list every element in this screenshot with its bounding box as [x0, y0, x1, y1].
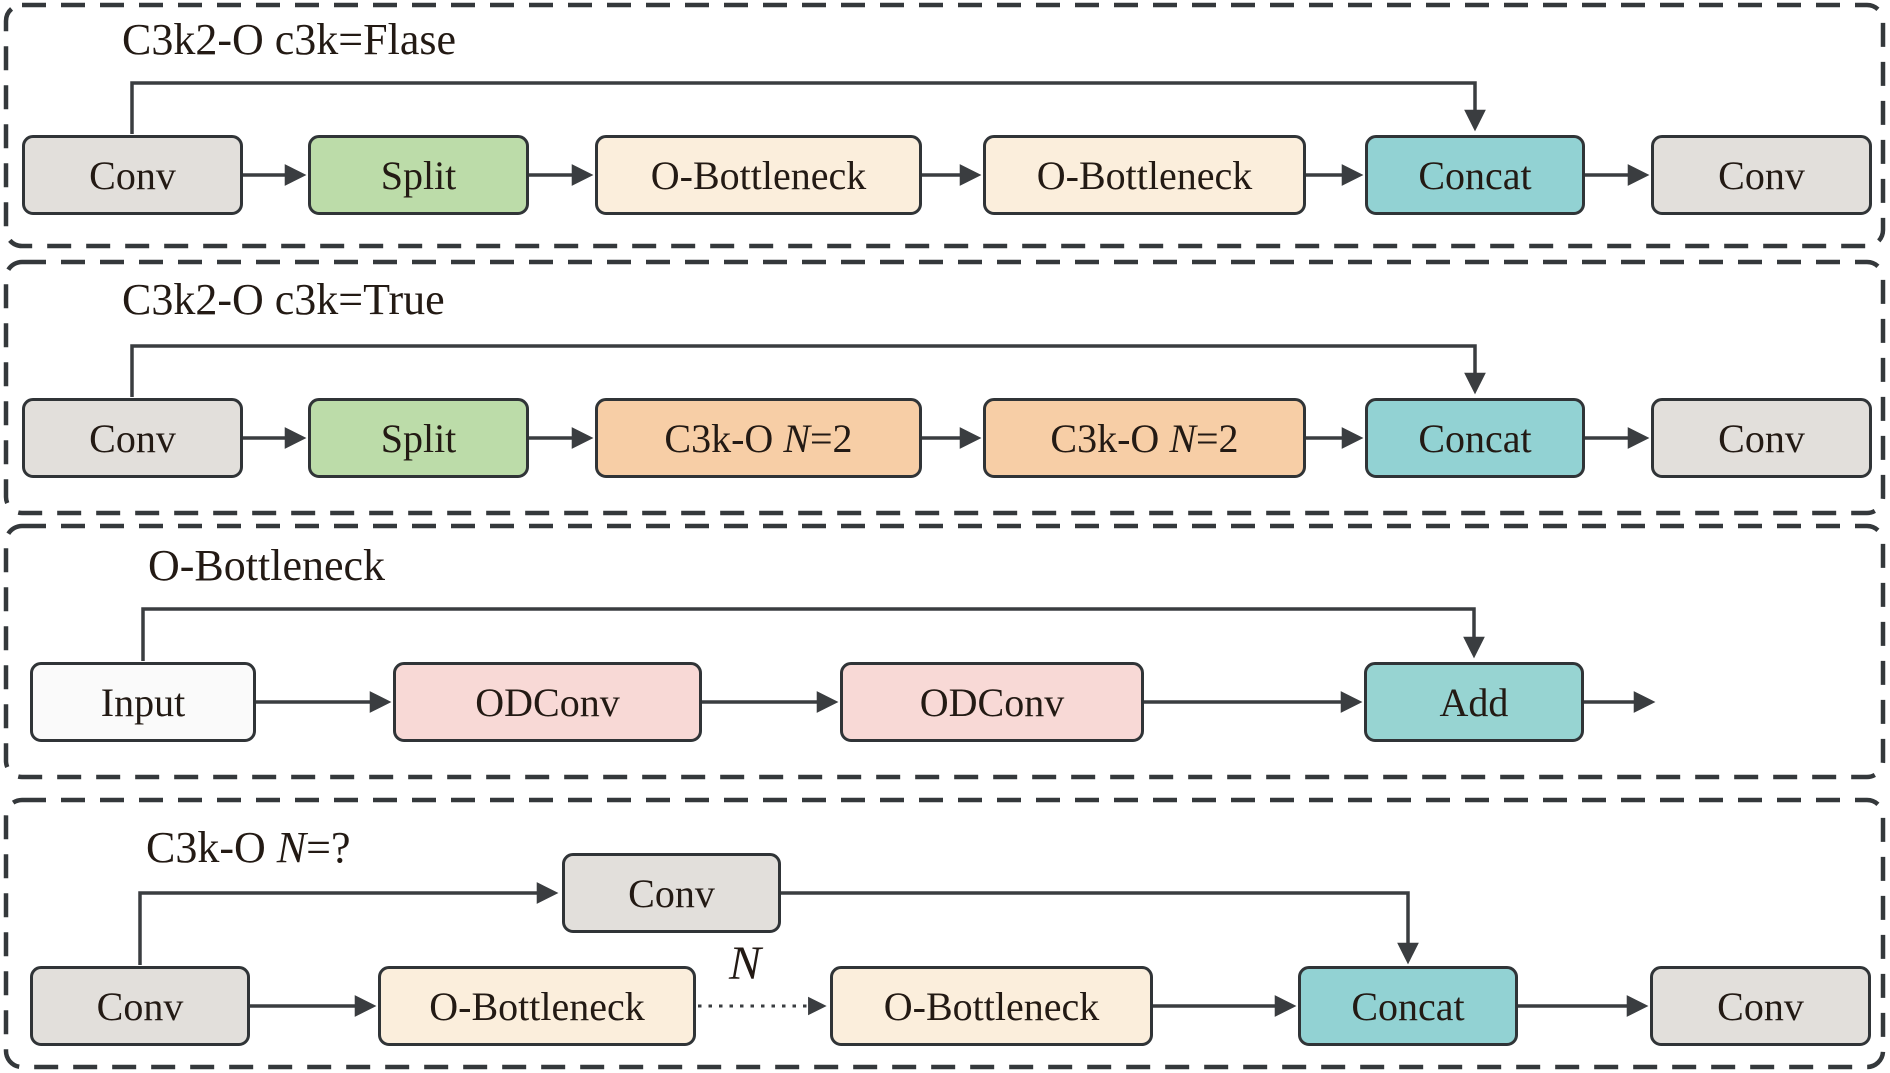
box-label: Add — [1439, 679, 1509, 725]
box-label: Concat — [1351, 983, 1465, 1029]
box-label: C3k-O — [1050, 415, 1170, 461]
title-text: O-Bottleneck — [148, 541, 386, 590]
box-label: ODConv — [475, 679, 620, 725]
box-label: Conv — [1718, 415, 1805, 461]
panel-title-c3k2-false: C3k2-O c3k=Flase — [122, 15, 456, 64]
conv-box: Conv — [30, 966, 250, 1046]
box-label: O-Bottleneck — [883, 983, 1100, 1029]
box-label: C3k-O — [664, 415, 784, 461]
split-box: Split — [308, 398, 529, 478]
box-label: =2 — [1196, 415, 1239, 461]
box-label: Conv — [89, 415, 176, 461]
skip-connection — [141, 607, 1485, 661]
odconv-box: ODConv — [840, 662, 1144, 742]
conv-box: Conv — [1651, 135, 1872, 215]
box-label: Input — [100, 679, 186, 725]
concat-box: Concat — [1365, 135, 1585, 215]
conv-box: Conv — [562, 853, 781, 933]
box-label-italic: N — [783, 415, 810, 461]
box-label: Conv — [1717, 983, 1804, 1029]
input-box: Input — [30, 662, 256, 742]
concat-box: Concat — [1365, 398, 1585, 478]
box-label: Split — [380, 415, 457, 461]
odconv-box: ODConv — [393, 662, 702, 742]
box-label: Conv — [1718, 152, 1805, 198]
title-italic: N — [276, 823, 307, 872]
box-label: Conv — [96, 983, 184, 1029]
o-bottleneck-box: O-Bottleneck — [983, 135, 1306, 215]
skip-connection — [130, 81, 1486, 134]
panel-border-c3k2-false — [3, 2, 1886, 249]
panel-title-c3k-o: C3k-O N=? — [146, 823, 351, 872]
box-label: =2 — [810, 415, 853, 461]
split-box: Split — [308, 135, 529, 215]
conv-box: Conv — [22, 398, 243, 478]
conv-box: Conv — [1650, 966, 1871, 1046]
panel-title-c3k2-true: C3k2-O c3k=True — [122, 275, 445, 324]
title-text: C3k2-O c3k=Flase — [122, 15, 456, 64]
title-text: C3k-O — [146, 823, 277, 872]
box-label: Conv — [89, 152, 176, 198]
box-label: O-Bottleneck — [429, 983, 645, 1029]
concat-box: Concat — [1298, 966, 1518, 1046]
o-bottleneck-box: O-Bottleneck — [830, 966, 1153, 1046]
box-label: ODConv — [919, 679, 1065, 725]
box-label: O-Bottleneck — [1036, 152, 1253, 198]
c3k-o-box: C3k-O N=2 — [983, 398, 1306, 478]
conv-box: Conv — [1651, 398, 1872, 478]
skip-connection — [130, 344, 1486, 397]
panel-title-o-bottleneck: O-Bottleneck — [148, 541, 386, 590]
c3k-o-box: C3k-O N=2 — [595, 398, 922, 478]
box-label: Concat — [1418, 152, 1532, 198]
title-text: =? — [306, 823, 351, 872]
box-label: O-Bottleneck — [650, 152, 867, 198]
o-bottleneck-box: O-Bottleneck — [378, 966, 696, 1046]
top-conv-to-concat — [781, 891, 1419, 965]
box-label-italic: N — [1169, 415, 1196, 461]
conv-box: Conv — [22, 135, 243, 215]
box-label: Split — [380, 152, 457, 198]
box-label: Conv — [628, 870, 715, 916]
panel-border-c3k-o — [3, 797, 1886, 1070]
title-text: C3k2-O c3k=True — [122, 275, 445, 324]
n-repeat-label: N — [729, 937, 762, 990]
branch-to-top-conv — [138, 882, 559, 965]
box-label: Concat — [1418, 415, 1532, 461]
o-bottleneck-box: O-Bottleneck — [595, 135, 922, 215]
add-box: Add — [1364, 662, 1584, 742]
